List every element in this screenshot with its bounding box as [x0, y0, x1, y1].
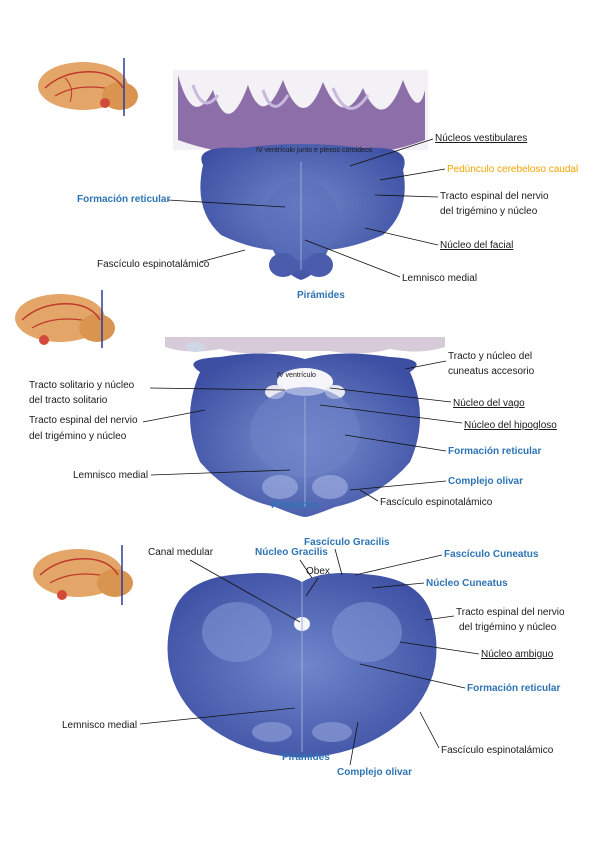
label-formacion-reticular: Formación reticular [77, 194, 171, 205]
label-fasciculo-espinotalamico-3: Fascículo espinotalámico [441, 745, 554, 756]
panel-2: IV ventrículo Tracto y núcleo del cuneat… [15, 290, 557, 517]
label-tracto-solitario-line1: Tracto solitario y núcleo [29, 380, 135, 391]
label-tracto-cuneatus-line1: Tracto y núcleo del [448, 351, 533, 362]
label-nucleo-ambiguo: Núcleo ambiguo [481, 649, 554, 660]
label-tracto-espinal-line1: Tracto espinal del nervio [440, 191, 549, 202]
label-nucleo-cuneatus: Núcleo Cuneatus [426, 578, 508, 589]
label-piramides: Pirámides [297, 290, 345, 301]
label-nucleo-facial: Núcleo del facial [440, 240, 514, 251]
label-piramides-2: Pirámides [271, 500, 319, 511]
label-piramides-3: Pirámides [282, 752, 330, 763]
panel-1: IV ventrículo junto e plexos coroideos N… [0, 0, 599, 301]
label-fasciculo-espinotalamico-2: Fascículo espinotalámico [380, 497, 493, 508]
label-formacion-reticular-2: Formación reticular [448, 446, 542, 457]
label-lemnisco-medial: Lemnisco medial [402, 273, 478, 284]
label-canal-medular: Canal medular [148, 547, 214, 558]
label-lemnisco-medial-3: Lemnisco medial [62, 720, 138, 731]
brain-thumbnail-1 [38, 58, 138, 116]
brain-thumbnail-2 [15, 290, 115, 348]
label-tracto-espinal-2-line1: Tracto espinal del nervio [29, 415, 138, 426]
label-obex: Obex [306, 566, 330, 577]
label-tracto-espinal-3-line1: Tracto espinal del nervio [456, 607, 565, 618]
label-nucleos-vestibulares: Núcleos vestibulares [435, 133, 528, 144]
label-fasciculo-gracilis: Fascículo Gracilis [304, 537, 390, 548]
label-formacion-reticular-3: Formación reticular [467, 683, 561, 694]
label-tracto-espinal-3-line2: del trigémino y núcleo [459, 622, 557, 633]
label-nucleo-vago: Núcleo del vago [453, 398, 525, 409]
label-tracto-espinal-2-line2: del trigémino y núcleo [29, 431, 127, 442]
label-nucleo-hipogloso: Núcleo del hipogloso [464, 420, 557, 431]
label-complejo-olivar-2: Complejo olivar [448, 476, 524, 487]
label-pedunculo-cerebeloso-caudal: Pedúnculo cerebeloso caudal [447, 164, 579, 175]
label-lemnisco-medial-2: Lemnisco medial [73, 470, 149, 481]
label-tracto-espinal-line2: del trigémino y núcleo [440, 206, 538, 217]
label-iv-ventriculo: IV ventrículo junto e plexos coroideos [256, 147, 373, 154]
label-iv-ventriculo-2: IV ventrículo [277, 372, 316, 379]
label-complejo-olivar-3: Complejo olivar [337, 767, 413, 778]
label-tracto-solitario-line2: del tracto solitario [29, 395, 108, 406]
brain-thumbnail-3 [33, 545, 133, 605]
label-nucleo-gracilis: Núcleo Gracilis [255, 547, 328, 558]
label-fasciculo-espinotalamico: Fascículo espinotalámico [97, 259, 210, 270]
brainstem-section-3 [167, 573, 437, 758]
label-tracto-cuneatus-line2: cuneatus accesorio [448, 366, 535, 377]
label-fasciculo-cuneatus: Fascículo Cuneatus [444, 549, 539, 560]
